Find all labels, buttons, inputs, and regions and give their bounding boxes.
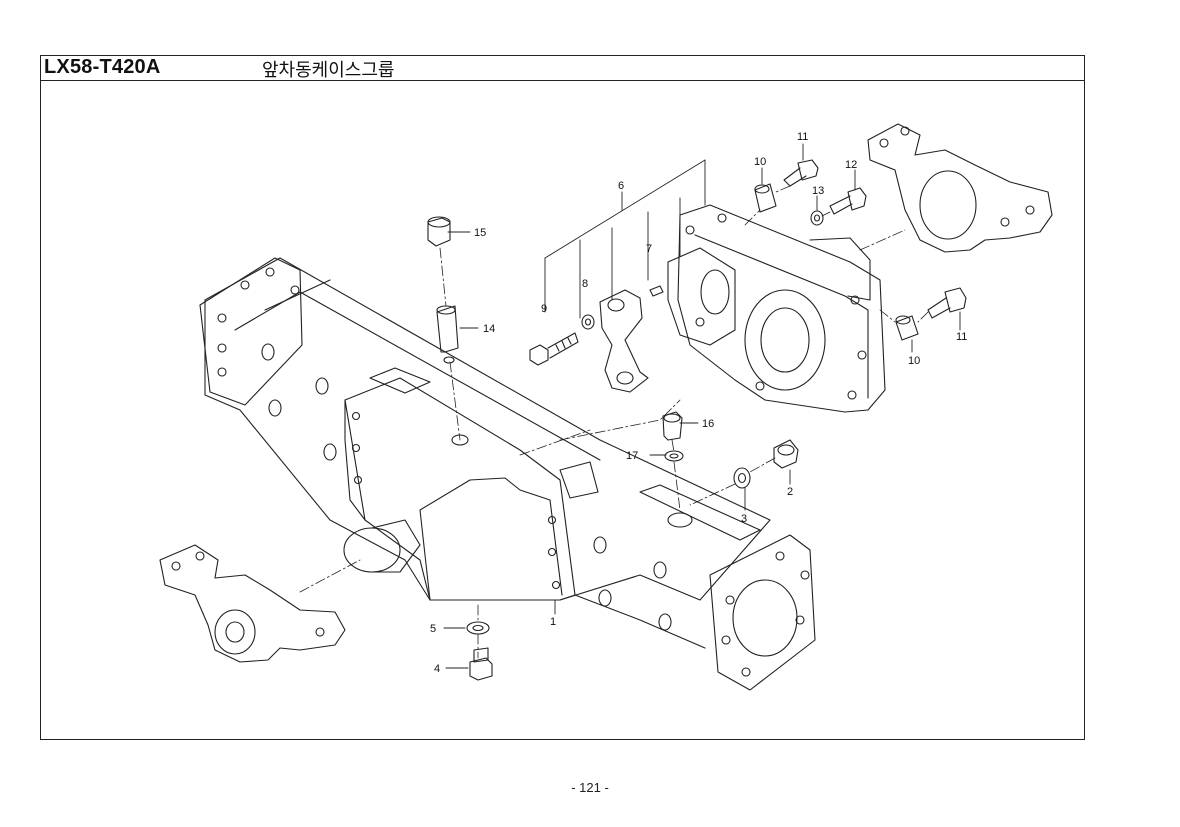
callout-9: 9 [541,303,547,315]
bush-10-lower [895,315,919,341]
callout-15: 15 [474,227,486,239]
bolt-11-lower [927,287,967,319]
bolt-11-upper [783,159,819,187]
callout-13: 13 [812,185,824,197]
callout-4: 4 [434,663,440,675]
title-bar: LX58-T420A 앞차동케이스그룹 [40,55,1085,81]
callout-14: 14 [483,323,495,335]
callout-6: 6 [618,180,624,192]
washer-5 [466,621,490,635]
bolt-12 [829,187,867,215]
axle-housing [199,257,816,691]
bolt-9 [529,332,579,366]
model-code: LX58-T420A [44,56,161,78]
callout-10-upper: 10 [754,156,766,168]
plug-4 [469,647,493,681]
right-knuckle-bracket [867,123,1053,253]
callout-8: 8 [582,278,588,290]
washer-8 [581,314,595,330]
callout-12: 12 [845,159,857,171]
callout-5: 5 [430,623,436,635]
callout-17: 17 [626,450,638,462]
callout-3: 3 [741,513,747,525]
washer-3 [733,467,751,489]
gear-case-cover [667,204,886,413]
group-name: 앞차동케이스그룹 [262,60,395,81]
bush-10-upper [754,183,777,213]
drawing-frame [40,55,1085,740]
callout-1: 1 [550,616,556,628]
pin-7 [649,285,664,297]
retainer-bracket [599,289,649,393]
page-number: - 121 - [571,780,609,795]
callout-2: 2 [787,486,793,498]
callout-7: 7 [646,243,652,255]
callout-11-upper: 11 [797,131,808,143]
callout-11-lower: 11 [956,331,967,343]
leader-lines [443,143,961,669]
callout-16: 16 [702,418,714,430]
left-knuckle-bracket [159,544,346,663]
washer-17 [664,450,684,462]
callout-labels: 1 2 3 4 5 6 7 8 9 10 10 11 11 12 13 14 1… [430,131,967,675]
washer-13 [810,210,824,226]
bolt-16 [662,411,683,441]
plug-15 [427,216,451,247]
pipe-14 [436,305,459,364]
callout-10-lower: 10 [908,355,920,367]
plug-2 [773,439,799,469]
assembly-lines [299,185,929,659]
